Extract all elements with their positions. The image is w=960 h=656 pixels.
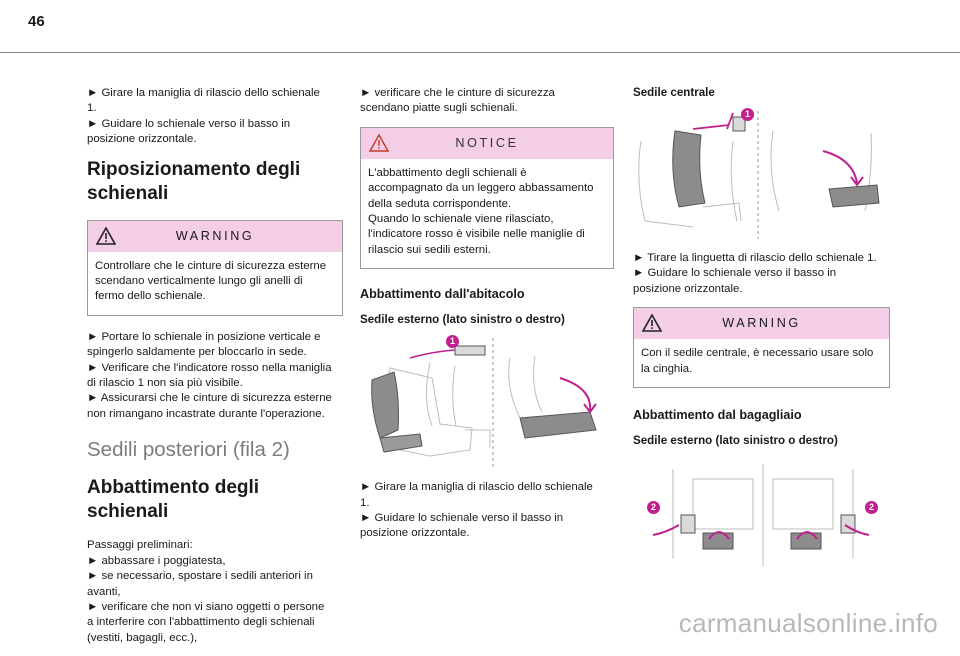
notice-header: NOTICE <box>361 127 613 159</box>
boot-illustration: 2 2 <box>633 459 890 571</box>
text-line: l'indicatore rosso è visibile nelle mani… <box>368 228 585 241</box>
text-line: ► se necessario, spostare i sedili anter… <box>87 570 313 583</box>
warning-title: WARNING <box>175 228 255 243</box>
heading-center-seat: Sedile centrale <box>633 86 715 99</box>
warning-title: WARNING <box>722 316 801 331</box>
text-line: (vestiti, bagagli, ecc.), <box>87 631 198 644</box>
callout-badge: 2 <box>647 501 660 515</box>
warning-triangle-icon <box>642 314 662 333</box>
center-seat-fold-illustration <box>638 111 880 239</box>
heading-boot: Abbattimento dal bagagliaio <box>633 408 802 423</box>
text-line: ► verificare che non vi siano oggetti o … <box>87 600 325 613</box>
notice-triangle-icon <box>369 133 389 152</box>
text-line: scendano verticalmente lungo gli anelli … <box>95 275 303 288</box>
text-line: spingerlo saldamente per bloccarlo in se… <box>87 346 307 359</box>
text-line: posizione orizzontale. <box>87 133 197 146</box>
warning-header: WARNING <box>88 220 342 252</box>
text-line: ► Assicurarsi che le cinture di sicurezz… <box>87 392 332 405</box>
text-line: ► Portare lo schienale in posizione vert… <box>87 330 321 343</box>
text-line: Controllare che le cinture di sicurezza … <box>95 259 327 272</box>
text-line: avanti, <box>87 585 121 598</box>
text-line: della seduta corrispondente. <box>368 197 512 210</box>
column-3: Sedile centrale 1 ► Tirare la linguetta … <box>633 86 890 583</box>
text-line: fermo dello schienale. <box>95 290 206 303</box>
steps-bottom: ► Girare la maniglia di rilascio dello s… <box>360 480 614 542</box>
text-line: ► Guidare lo schienale verso il basso in <box>360 512 564 525</box>
steps-top: ► Girare la maniglia di rilascio dello s… <box>87 86 343 148</box>
text-line: Passaggi preliminari: <box>87 539 193 552</box>
warning-box: WARNING Controllare che le cinture di si… <box>87 219 343 316</box>
text-line: rilascio sui sedili esterni. <box>368 243 491 256</box>
text-line: accompagnato da un leggero abbassamento <box>368 182 594 195</box>
callout-badge: 1 <box>446 335 459 349</box>
heading-outer-seat: Sedile esterno (lato sinistro o destro) <box>360 313 565 327</box>
heading-line: Riposizionamento degli <box>87 158 301 180</box>
heading-outer-seat-boot: Sedile esterno (lato sinistro o destro) <box>633 434 838 448</box>
column-2: ► verificare che le cinture di sicurezza… <box>360 86 614 552</box>
boot-release-illustration <box>652 464 870 568</box>
section-title: Sedili posteriori (fila 2) <box>87 438 290 462</box>
warning-triangle-icon <box>96 226 116 245</box>
text-line: 1. <box>360 496 370 509</box>
steps-mid: ► Portare lo schienale in posizione vert… <box>87 330 343 422</box>
text-line: ► Guidare lo schienale verso il basso in <box>633 267 837 280</box>
text-line: a interferire con l'abbattimento degli s… <box>87 616 315 629</box>
text-line: la cinghia. <box>641 362 693 375</box>
column-1: ► Girare la maniglia di rilascio dello s… <box>87 86 343 656</box>
page-number: 46 <box>28 13 45 30</box>
heading-line: schienali <box>87 182 169 204</box>
text-line: posizione orizzontale. <box>360 527 470 540</box>
warning-box: WARNING Con il sedile centrale, è necess… <box>633 307 890 389</box>
notice-text: L'abbattimento degli schienali è accompa… <box>368 166 606 258</box>
center-seat-illustration: 1 <box>633 108 890 239</box>
seat-fold-illustration <box>371 338 597 469</box>
text-line: Con il sedile centrale, è necessario usa… <box>641 347 874 360</box>
text-line: di rilascio 1 non sia più visibile. <box>87 377 243 390</box>
text-line: L'abbattimento degli schienali è <box>368 166 527 179</box>
warning-header: WARNING <box>634 308 889 340</box>
text-line: scendano piatte sugli schienali. <box>360 102 518 115</box>
watermark: carmanualsonline.info <box>678 608 938 638</box>
text-line: posizione orizzontale. <box>633 282 743 295</box>
text-line: ► Girare la maniglia di rilascio dello s… <box>87 87 320 99</box>
outer-seat-illustration: 1 <box>360 335 614 469</box>
steps: ► Tirare la linguetta di rilascio dello … <box>633 251 890 297</box>
preliminary-steps: Passaggi preliminari: ► abbassare i pogg… <box>87 538 343 646</box>
text-line: ► verificare che le cinture di sicurezza <box>360 87 555 99</box>
text-line: ► Verificare che l'indicatore rosso nell… <box>87 361 332 374</box>
callout-badge: 1 <box>741 108 754 121</box>
heading-repositioning: Riposizionamento degli schienali <box>87 158 343 206</box>
warning-text: Con il sedile centrale, è necessario usa… <box>641 346 882 377</box>
text-line: non rimangano incastrate durante l'opera… <box>87 407 325 420</box>
callout-badge: 2 <box>865 501 878 515</box>
text-line: ► Tirare la linguetta di rilascio dello … <box>633 252 877 264</box>
notice-box: NOTICE L'abbattimento degli schienali è … <box>360 126 614 270</box>
text-line: ► Guidare lo schienale verso il basso in <box>87 117 291 130</box>
heading-folding: Abbattimento degli schienali <box>87 477 260 523</box>
heading-cabin: Abbattimento dall'abitacolo <box>360 287 525 302</box>
warning-text: Controllare che le cinture di sicurezza … <box>95 259 335 305</box>
text-line: 1. <box>87 102 97 115</box>
header-rule <box>0 52 960 53</box>
text-line: ► abbassare i poggiatesta, <box>87 554 226 567</box>
text-line: Quando lo schienale viene rilasciato, <box>368 213 554 226</box>
notice-title: NOTICE <box>455 135 519 150</box>
steps-top: ► verificare che le cinture di sicurezza… <box>360 86 614 117</box>
text-line: ► Girare la maniglia di rilascio dello s… <box>360 481 593 494</box>
